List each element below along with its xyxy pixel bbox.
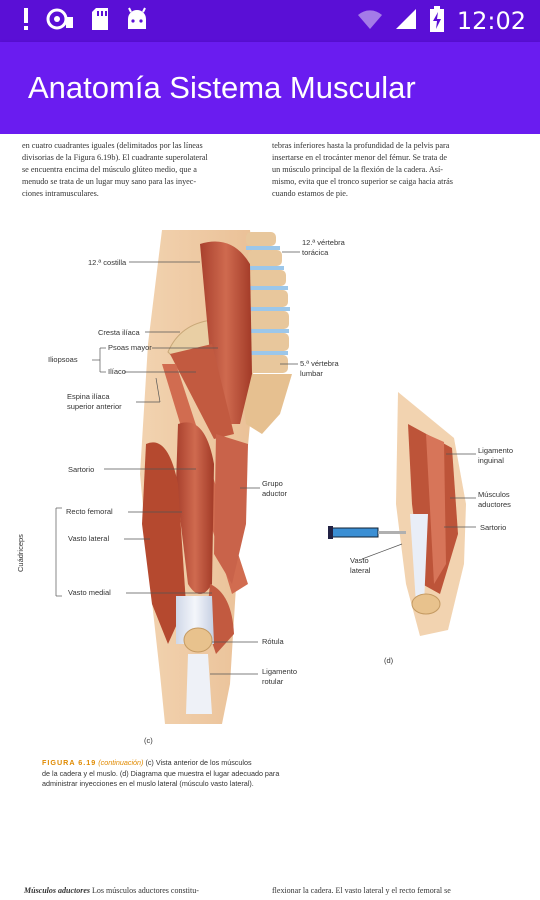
section-heading: Músculos aductores bbox=[24, 886, 91, 895]
label-line: aductor bbox=[262, 488, 288, 498]
clock: 12:02 bbox=[456, 7, 526, 35]
label-rotula: Rótula bbox=[262, 637, 284, 646]
label-sartorio-d: Sartorio bbox=[480, 523, 507, 532]
text-line: menudo se trata de un lugar muy sano par… bbox=[22, 177, 197, 186]
label-line: 5.ª vértebra bbox=[300, 359, 339, 368]
caption-line: (c) Vista anterior de los músculos bbox=[145, 758, 252, 767]
label-12-costilla: 12.ª costilla bbox=[88, 258, 127, 267]
label-iliopsoas: Iliopsoas bbox=[48, 355, 78, 364]
label-line: Ligamento bbox=[478, 446, 514, 455]
bottom-right-text: flexionar la cadera. El vasto lateral y … bbox=[272, 886, 451, 895]
wifi-icon bbox=[357, 7, 383, 36]
caption-continuation: (continuación) bbox=[98, 758, 144, 767]
label-musculos-aductores: Músculos aductores bbox=[478, 490, 511, 509]
text-line: Los músculos aductores constitu- bbox=[92, 886, 199, 895]
syringe-icon bbox=[328, 526, 406, 539]
status-bar: 12:02 bbox=[0, 0, 540, 42]
label-line: lateral bbox=[350, 565, 371, 575]
label-line: Ligamento bbox=[262, 667, 298, 676]
label-cresta-iliaca: Cresta ilíaca bbox=[98, 328, 140, 337]
label-line: 12.ª vértebra bbox=[302, 238, 345, 247]
sync-icon bbox=[46, 7, 74, 36]
label-ligamento-inguinal: Ligamento inguinal bbox=[478, 446, 513, 465]
app-title: Anatomía Sistema Muscular bbox=[28, 70, 416, 105]
figure-number: FIGURA 6.19 bbox=[42, 758, 97, 767]
spine bbox=[240, 232, 292, 434]
figure-caption: FIGURA 6.19 (continuación) (c) Vista ant… bbox=[42, 758, 342, 790]
text-line: ciones intramusculares. bbox=[22, 189, 99, 198]
label-ligamento-rotular: Ligamento rotular bbox=[262, 667, 297, 686]
text-line: insertarse en el trocánter menor del fém… bbox=[272, 153, 448, 162]
label-grupo-aductor: Grupo aductor bbox=[262, 479, 287, 498]
alert-icon bbox=[22, 7, 30, 36]
label-line: superior anterior bbox=[67, 401, 122, 411]
label-line: Músculos bbox=[478, 490, 510, 499]
text-line: tebras inferiores hasta la profundidad d… bbox=[272, 141, 450, 150]
label-psoas-mayor: Psoas mayor bbox=[108, 343, 152, 352]
label-line: aductores bbox=[478, 499, 511, 509]
label-cuadriceps: Cuádriceps bbox=[16, 534, 25, 572]
panel-label-c: (c) bbox=[144, 736, 153, 745]
label-line: Espina ilíaca bbox=[67, 392, 110, 401]
label-sartorio: Sartorio bbox=[68, 465, 95, 474]
text-line: un músculo principal de la flexión de la… bbox=[272, 165, 443, 174]
label-recto-femoral: Recto femoral bbox=[66, 507, 113, 516]
text-line: se encuentra encima del músculo glúteo m… bbox=[22, 165, 197, 174]
label-vasto-lateral-d: Vasto lateral bbox=[350, 556, 370, 575]
app-bar: Anatomía Sistema Muscular bbox=[0, 42, 540, 134]
page-content[interactable]: en cuatro cuadrantes iguales (delimitado… bbox=[0, 134, 540, 900]
anatomy-illustration-d bbox=[328, 392, 476, 636]
caption-line: de la cadera y el muslo. (d) Diagrama qu… bbox=[42, 768, 280, 778]
label-line: torácica bbox=[302, 247, 329, 257]
text-line: cuando estamos de pie. bbox=[272, 189, 348, 198]
android-icon bbox=[126, 7, 148, 36]
label-iliaco: Ilíaco bbox=[108, 367, 126, 376]
label-line: Vasto bbox=[350, 556, 369, 565]
battery-icon bbox=[429, 5, 445, 37]
label-espina-iliaca: Espina ilíaca superior anterior bbox=[67, 392, 122, 411]
label-line: lumbar bbox=[300, 368, 323, 378]
label-12-vertebra-toracica: 12.ª vértebra torácica bbox=[302, 238, 345, 257]
anatomy-illustration-c bbox=[55, 230, 300, 724]
label-line: inguinal bbox=[478, 455, 504, 465]
signal-icon bbox=[395, 7, 417, 36]
text-line: divisorias de la Figura 6.19b). El cuadr… bbox=[22, 153, 208, 162]
sd-card-icon bbox=[90, 7, 110, 36]
right-text-column: tebras inferiores hasta la profundidad d… bbox=[272, 140, 504, 200]
panel-label-d: (d) bbox=[384, 656, 394, 665]
label-vasto-medial: Vasto medial bbox=[68, 588, 111, 597]
label-line: rotular bbox=[262, 676, 284, 686]
left-text-column: en cuatro cuadrantes iguales (delimitado… bbox=[22, 140, 248, 200]
label-vasto-lateral: Vasto lateral bbox=[68, 534, 110, 543]
label-line: Grupo bbox=[262, 479, 283, 488]
label-5-vertebra-lumbar: 5.ª vértebra lumbar bbox=[300, 359, 339, 378]
bottom-left-text: Músculos aductores Los músculos aductore… bbox=[24, 886, 199, 895]
caption-line: administrar inyecciones en el muslo late… bbox=[42, 779, 254, 788]
text-line: en cuatro cuadrantes iguales (delimitado… bbox=[22, 141, 203, 150]
text-line: mismo, evita que el tronco superior se c… bbox=[272, 177, 453, 186]
